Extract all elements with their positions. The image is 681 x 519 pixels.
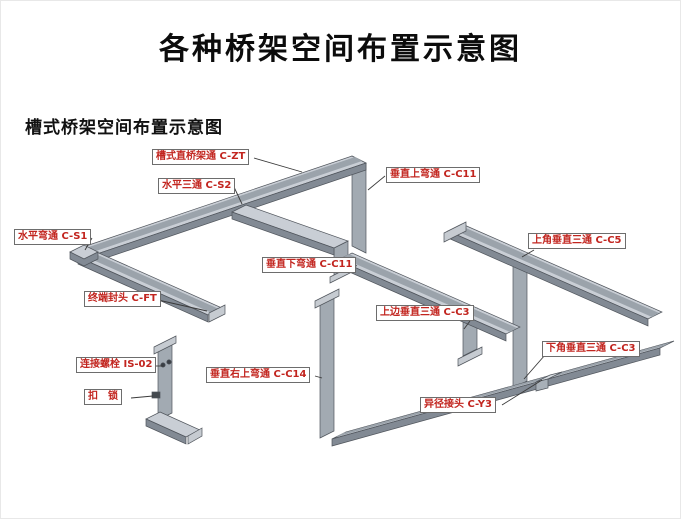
tray-right-vertical [512, 252, 528, 389]
tray-bottom-right-run [331, 340, 675, 447]
leader-line [521, 249, 535, 258]
column-top-flange [314, 288, 340, 309]
tray-corner-elbow [69, 244, 99, 267]
label-c-zt: 槽式直桥架通 C-ZT [152, 149, 250, 165]
bolt-icon [160, 362, 166, 368]
tray-lower-left-vertical [145, 335, 203, 445]
leader-line [501, 379, 543, 406]
label-c-s2: 水平三通 C-S2 [158, 178, 236, 194]
tray-mid-column [314, 288, 340, 439]
label-c-c5: 上角垂直三通 C-C5 [528, 233, 626, 249]
label-c-s1: 水平弯通 C-S1 [14, 229, 92, 245]
label-c-y3: 异径接头 C-Y3 [420, 397, 496, 413]
stub-bottom-flange [457, 346, 483, 367]
label-c-c3-upper: 上边垂直三通 C-C3 [376, 305, 474, 321]
label-lock: 扣 锁 [84, 389, 122, 405]
label-is-02: 连接螺栓 IS-02 [76, 357, 157, 373]
tray-mid-run [337, 252, 521, 342]
joint-flange [153, 335, 177, 355]
tray-left-elbow-run [77, 249, 226, 323]
foot-end-flange [187, 427, 203, 445]
leader-line [523, 354, 546, 380]
tray-top-run [79, 155, 367, 263]
leader-line [463, 320, 471, 330]
leader-lines [84, 157, 546, 406]
label-c-c11-up: 垂直上弯通 C-C11 [386, 167, 481, 183]
label-c-c11-down: 垂直下弯通 C-C11 [262, 257, 357, 273]
bolt-icon [166, 359, 172, 365]
leader-line [314, 375, 323, 379]
page-title: 各种桥架空间布置示意图 [159, 32, 522, 67]
leader-line [253, 157, 303, 173]
foot-side-face [145, 418, 187, 445]
end-cap [208, 304, 226, 323]
label-c-ft: 终端封头 C-FT [84, 291, 161, 307]
lock-icon [151, 391, 161, 399]
leader-line [157, 299, 208, 312]
leader-line [130, 395, 154, 399]
label-c-c3-lower: 下角垂直三通 C-C3 [542, 341, 640, 357]
end-flange [443, 221, 467, 243]
label-c-c14: 垂直右上弯通 C-C14 [206, 367, 311, 383]
tray-upper-right-run [443, 221, 663, 327]
section-subtitle: 槽式桥架空间布置示意图 [25, 118, 223, 138]
leader-line [367, 175, 386, 191]
tray-tee-branch [231, 204, 349, 256]
